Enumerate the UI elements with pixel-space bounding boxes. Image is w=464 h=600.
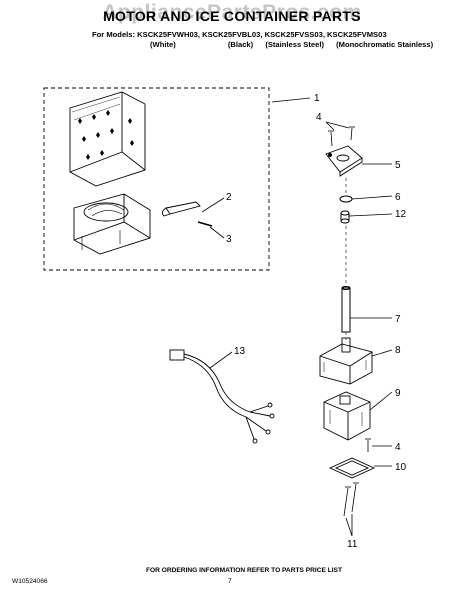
screw-icon (343, 482, 359, 517)
gasket-part (328, 457, 376, 479)
finishes-line: (White) (Black) (Stainless Steel) (Monoc… (150, 40, 443, 49)
callout-3: 3 (226, 234, 232, 245)
leader-lines (201, 97, 393, 537)
page-title: MOTOR AND ICE CONTAINER PARTS (103, 8, 361, 24)
lever-part (161, 201, 201, 217)
screw-icon (365, 438, 371, 452)
assembly-dashed-box (43, 87, 270, 271)
callout-9: 9 (395, 388, 401, 399)
callout-12: 12 (395, 209, 407, 220)
ice-container-base-part (73, 193, 151, 255)
bushing-part (340, 210, 350, 224)
callout-8: 8 (395, 345, 401, 356)
callout-7: 7 (395, 314, 401, 325)
finish-stainless: (Stainless Steel) (265, 40, 324, 49)
finish-white: (White) (150, 40, 176, 49)
document-number: W10524066 (12, 578, 48, 585)
finish-black: (Black) (227, 40, 254, 49)
watermark-text: AppliancePartsPros.com (102, 1, 362, 24)
finish-monochromatic: (Monochromatic Stainless) (336, 40, 434, 49)
washer-part (339, 195, 353, 203)
ordering-info: FOR ORDERING INFORMATION REFER TO PARTS … (146, 567, 342, 574)
callout-11: 11 (347, 539, 358, 550)
callout-5: 5 (395, 160, 401, 171)
callout-4-bottom: 4 (395, 442, 401, 453)
page-number: 7 (228, 578, 232, 585)
motor-part (323, 391, 371, 441)
motor-mount-bracket-part (325, 145, 363, 177)
screw-icon (328, 126, 355, 147)
wire-harness-part (169, 349, 275, 444)
callout-10: 10 (395, 462, 407, 473)
ice-bucket-part (69, 91, 146, 187)
callout-6: 6 (395, 192, 401, 203)
drive-shaft-part (341, 286, 351, 333)
callout-4-top: 4 (316, 112, 322, 123)
callout-13: 13 (234, 346, 246, 357)
models-line: For Models: KSCK25FVWH03, KSCK25FVBL03, … (92, 30, 387, 39)
pin-part (197, 221, 213, 227)
motor-cover-part (319, 337, 373, 385)
callout-2: 2 (226, 192, 232, 203)
callout-1: 1 (314, 93, 320, 104)
